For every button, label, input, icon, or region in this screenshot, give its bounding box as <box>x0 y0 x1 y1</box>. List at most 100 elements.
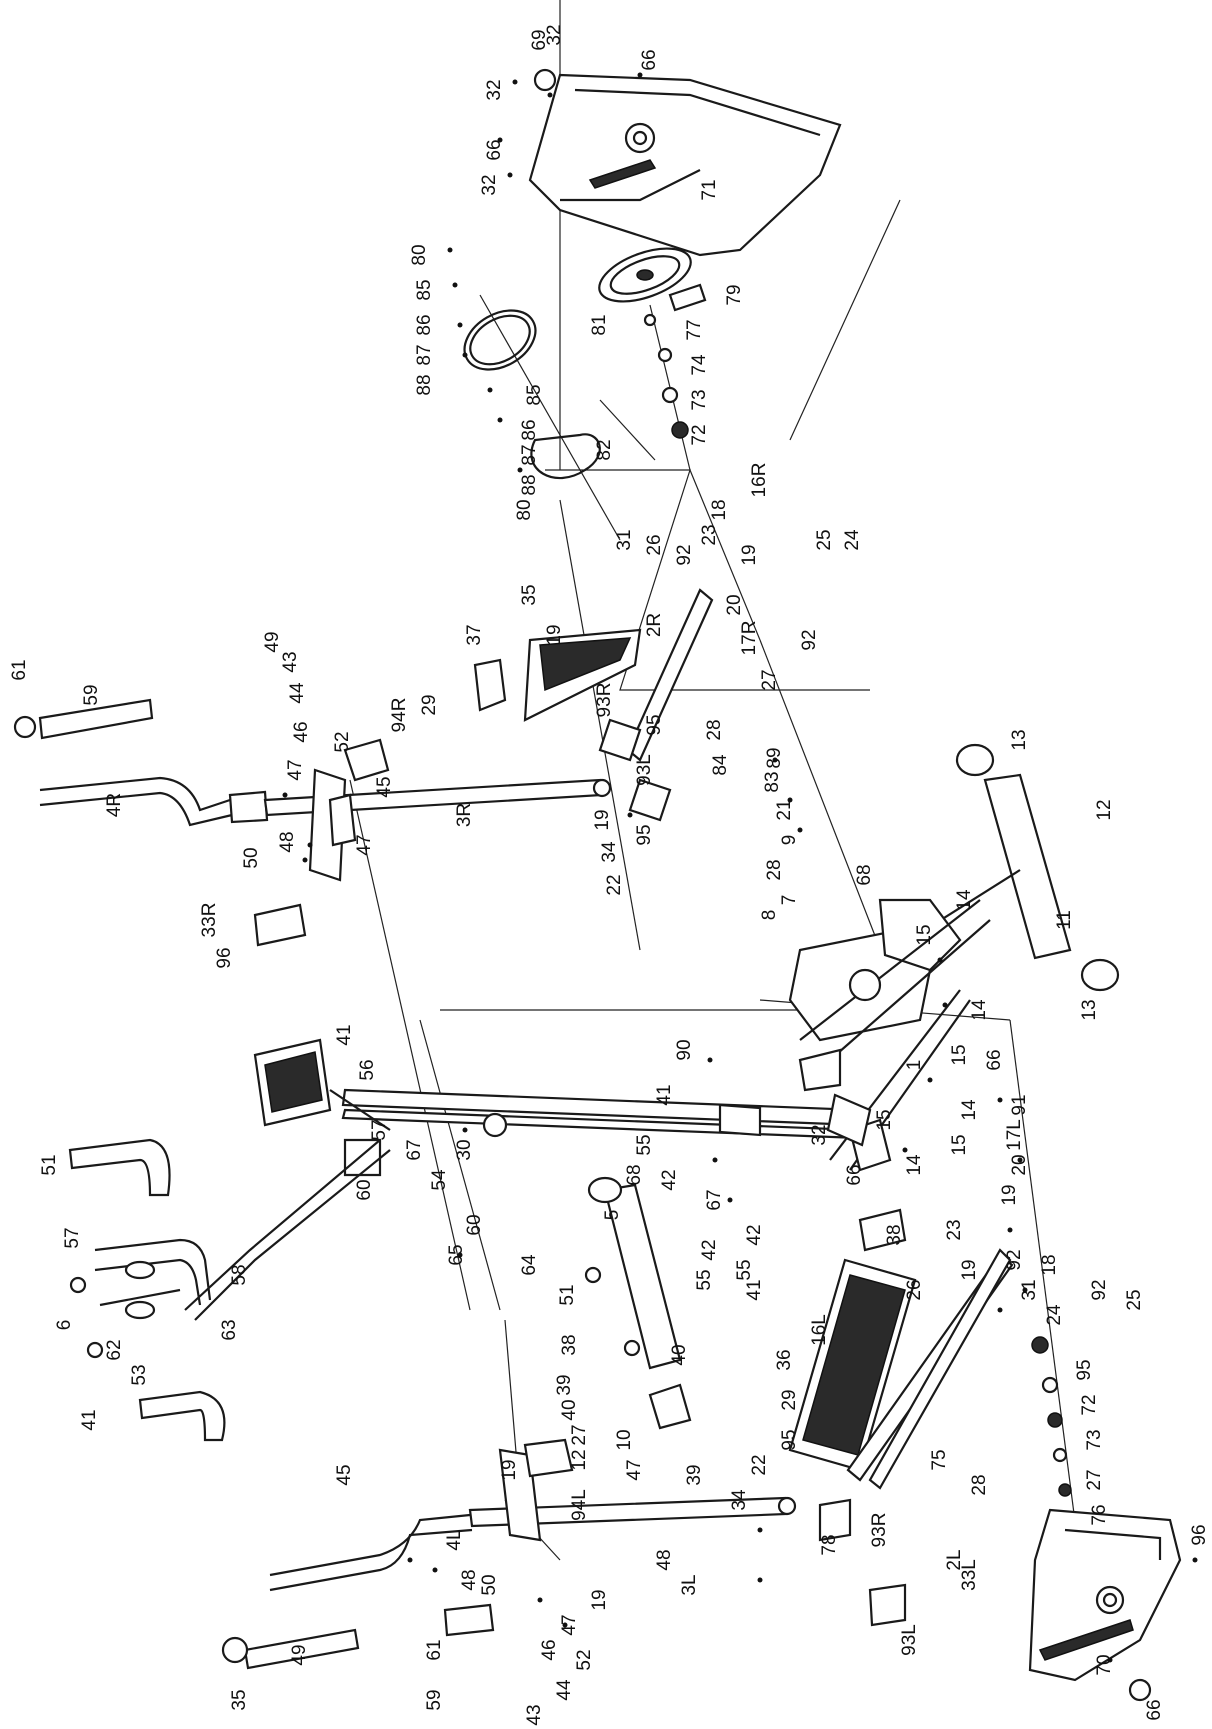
part-label-8: 8 <box>759 910 780 921</box>
part-label-86: 86 <box>414 314 435 335</box>
part-label-15: 15 <box>874 1109 895 1130</box>
part-label-57: 57 <box>62 1227 83 1248</box>
part-label-24: 24 <box>842 529 863 551</box>
part-label-76: 76 <box>1089 1504 1110 1525</box>
part-label-27: 27 <box>1084 1469 1105 1490</box>
pedal-bracket-93L-left <box>868 1583 907 1627</box>
part-label-19: 19 <box>589 1589 610 1610</box>
part-label-37: 37 <box>464 624 485 645</box>
bearing-stack-right <box>643 313 689 439</box>
part-label-72: 72 <box>1079 1394 1100 1415</box>
part-label-55: 55 <box>634 1134 655 1155</box>
part-label-41: 41 <box>744 1279 765 1300</box>
pedal-bracket-93R <box>598 718 642 762</box>
part-label-15: 15 <box>949 1044 970 1065</box>
part-label-47: 47 <box>354 834 375 855</box>
part-label-93l: 93L <box>899 1624 920 1656</box>
part-label-94l: 94L <box>569 1489 590 1521</box>
part-label-91: 91 <box>1009 1094 1030 1115</box>
part-label-73: 73 <box>689 389 710 410</box>
part-label-41: 41 <box>654 1084 675 1105</box>
part-label-21: 21 <box>774 799 795 820</box>
cover-90 <box>798 1048 842 1092</box>
front-stabilizer-10 <box>584 1176 692 1430</box>
part-label-28: 28 <box>764 859 785 880</box>
part-label-92: 92 <box>674 544 695 565</box>
part-label-49: 49 <box>262 631 283 652</box>
part-label-59: 59 <box>424 1689 445 1710</box>
part-label-66: 66 <box>984 1049 1005 1070</box>
part-label-23: 23 <box>944 1219 965 1240</box>
part-label-61: 61 <box>424 1639 445 1660</box>
part-label-29: 29 <box>419 694 440 715</box>
part-label-73: 73 <box>1084 1429 1105 1450</box>
part-label-66: 66 <box>1144 1699 1165 1720</box>
part-label-38: 38 <box>559 1334 580 1355</box>
part-label-93r: 93R <box>869 1513 890 1548</box>
part-label-28: 28 <box>704 719 725 740</box>
part-label-46: 46 <box>291 721 312 742</box>
part-label-44: 44 <box>554 1679 575 1701</box>
part-label-74: 74 <box>689 354 710 376</box>
part-label-40: 40 <box>669 1344 690 1365</box>
part-label-41: 41 <box>79 1409 100 1430</box>
pedal-arm-2R <box>473 588 714 762</box>
part-label-18: 18 <box>1039 1254 1060 1275</box>
part-label-2r: 2R <box>644 613 665 637</box>
part-label-45: 45 <box>374 776 395 797</box>
part-label-19: 19 <box>999 1184 1020 1205</box>
part-label-47: 47 <box>285 759 306 780</box>
part-label-55: 55 <box>694 1269 715 1290</box>
end-cap-69 <box>533 68 557 92</box>
part-label-20: 20 <box>724 594 745 615</box>
part-label-20: 20 <box>1009 1154 1030 1175</box>
part-label-51: 51 <box>39 1154 60 1175</box>
part-label-41: 41 <box>334 1024 355 1045</box>
part-label-16r: 16R <box>749 463 770 498</box>
part-label-15: 15 <box>949 1134 970 1155</box>
part-label-2l: 2L <box>944 1549 965 1570</box>
part-label-96: 96 <box>214 947 235 968</box>
part-label-67: 67 <box>404 1139 425 1160</box>
part-label-66: 66 <box>639 49 660 70</box>
part-label-90: 90 <box>674 1039 695 1060</box>
part-label-28: 28 <box>969 1474 990 1495</box>
part-label-31: 31 <box>614 529 635 550</box>
part-label-75: 75 <box>929 1449 950 1470</box>
part-label-22: 22 <box>749 1454 770 1475</box>
part-label-32: 32 <box>544 24 565 45</box>
part-label-31: 31 <box>1019 1279 1040 1300</box>
part-label-10: 10 <box>614 1429 635 1450</box>
part-label-87: 87 <box>519 444 540 465</box>
part-label-44: 44 <box>287 682 308 704</box>
part-label-67: 67 <box>704 1189 725 1210</box>
part-label-42: 42 <box>699 1239 720 1260</box>
part-label-45: 45 <box>334 1464 355 1485</box>
part-label-17l: 17L <box>1004 1119 1025 1151</box>
part-label-48: 48 <box>459 1569 480 1590</box>
grip-59-left <box>221 1628 360 1670</box>
part-label-5: 5 <box>602 1210 623 1221</box>
part-label-6: 6 <box>54 1320 75 1331</box>
part-label-95: 95 <box>634 824 655 845</box>
part-label-14: 14 <box>954 889 975 911</box>
part-label-50: 50 <box>241 847 262 868</box>
part-label-60: 60 <box>354 1179 375 1200</box>
part-label-92: 92 <box>1089 1279 1110 1300</box>
part-label-26: 26 <box>644 534 665 555</box>
flywheel-pulley <box>598 247 707 312</box>
part-label-43: 43 <box>280 651 301 672</box>
part-label-61: 61 <box>9 659 30 680</box>
part-label-43: 43 <box>524 1704 545 1725</box>
side-cover-70 <box>1028 1508 1182 1682</box>
part-label-79: 79 <box>724 284 745 305</box>
part-label-95: 95 <box>1074 1359 1095 1380</box>
part-label-19: 19 <box>499 1459 520 1480</box>
part-label-47: 47 <box>624 1459 645 1480</box>
part-label-69: 69 <box>0 0 5 11</box>
part-label-80: 80 <box>514 499 535 520</box>
part-label-25: 25 <box>814 529 835 550</box>
part-label-84: 84 <box>710 754 731 776</box>
part-label-19: 19 <box>592 809 613 830</box>
